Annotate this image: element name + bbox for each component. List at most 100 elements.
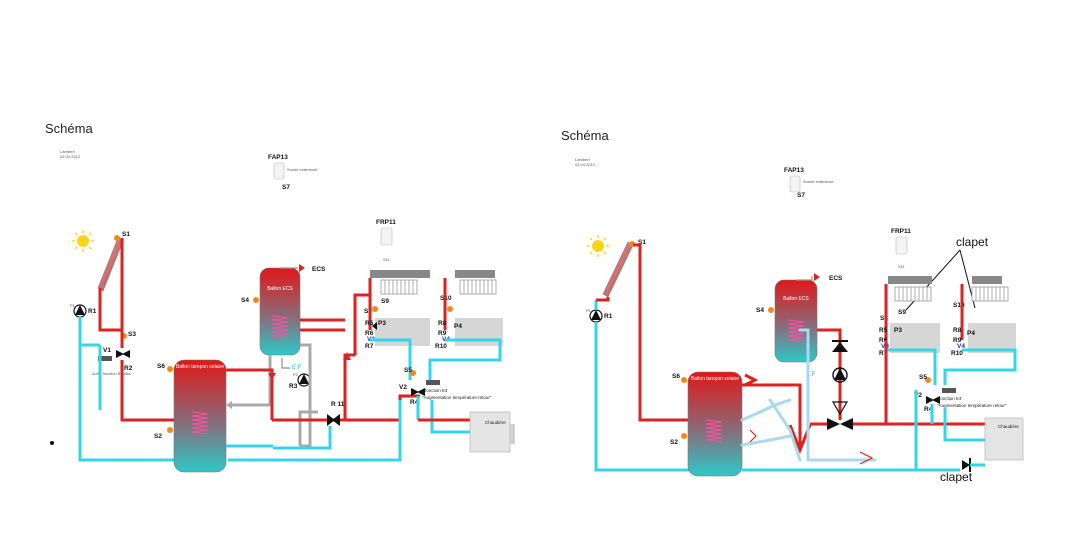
left-zone1-header (370, 270, 430, 278)
right-author: Lambert (575, 157, 591, 162)
left-p3: P3 (378, 320, 386, 327)
right-clapet-bottom: clapet (940, 470, 973, 484)
left-r3: R3 (289, 383, 298, 390)
left-aux-note: Autre fonction Bypass (92, 371, 131, 376)
left-fap-label: FAP13 (268, 154, 288, 161)
left-s8: S8 (364, 308, 372, 315)
right-schematic: Schéma Lambert 02.04.2012 FAP13 Sonde ex… (561, 128, 1024, 484)
right-v2: V2 (914, 392, 922, 399)
left-solar-panel (97, 237, 124, 292)
right-date: 02.04.2012 (575, 162, 596, 167)
left-s9: S9 (381, 298, 389, 305)
left-r5: R5 (365, 320, 374, 327)
right-s5: S5 (919, 374, 927, 381)
left-pump-p1-icon (75, 305, 85, 315)
left-ecs: ECS (312, 266, 326, 273)
right-boiler-label: Chaudière (998, 424, 1019, 429)
right-fap-note: Sonde extérieure (803, 179, 834, 184)
right-fap-device (789, 175, 801, 193)
right-r6: R6 (879, 337, 888, 344)
left-function: fonction E4 (425, 388, 448, 393)
left-frp-device (380, 227, 393, 246)
right-v4: V4 (957, 343, 965, 350)
right-title: Schéma (561, 128, 609, 143)
left-r1: R1 (88, 308, 97, 315)
left-s6: S6 (157, 363, 165, 370)
right-frp-label: FRP11 (891, 228, 911, 235)
right-s10: S10 (953, 302, 965, 309)
right-p4: P4 (967, 330, 975, 337)
right-r7: R7 (879, 350, 888, 357)
left-fap-note: Sonde extérieure (287, 167, 318, 172)
left-r4: R4 (410, 399, 419, 406)
left-v2: V2 (399, 384, 407, 391)
right-ecs-tank-label: Ballon ECS (783, 296, 809, 302)
left-p4: P4 (454, 323, 462, 330)
right-clapet-bottom-icon (962, 460, 970, 470)
right-clapet-top: clapet (956, 235, 989, 249)
left-p2: P2 (293, 372, 299, 377)
right-mixing-valve-icon (827, 418, 840, 430)
right-s7: S7 (797, 192, 805, 199)
left-r6: R6 (365, 330, 374, 337)
left-boiler (469, 411, 511, 453)
right-p1: P1 (586, 308, 592, 313)
right-clapet-arrow-icon (832, 342, 848, 352)
right-fap-label: FAP13 (784, 167, 804, 174)
left-s2: S2 (154, 433, 162, 440)
left-s4: S4 (241, 297, 249, 304)
right-r9: R9 (953, 337, 962, 344)
right-s11: S11 (898, 264, 906, 269)
right-function-desc: "Augmentation température retour" (937, 403, 1007, 408)
left-r8: R8 (438, 320, 447, 327)
left-sun-icon (71, 229, 95, 253)
right-zone2-radiator (971, 286, 1009, 302)
right-r10: R10 (951, 350, 963, 357)
left-r11: R 11 (331, 401, 345, 408)
left-function-desc: "Augmentation température retour" (422, 395, 492, 400)
right-s8: S8 (880, 315, 888, 322)
left-r9: R9 (438, 330, 447, 337)
left-p1: P1 (70, 303, 76, 308)
left-s7: S7 (282, 184, 290, 191)
left-date: 02.04.2012 (60, 154, 81, 159)
left-s11: S11 (383, 257, 391, 262)
left-s1-dot (114, 235, 120, 241)
left-ef: E.F (292, 365, 302, 371)
left-zone2-header (455, 270, 495, 278)
right-function: fonction E4 (939, 396, 962, 401)
right-r1: R1 (604, 313, 613, 320)
left-buffer-tank (173, 359, 227, 473)
left-v1: V1 (103, 347, 111, 354)
right-s4: S4 (756, 307, 764, 314)
right-zone1-header (888, 276, 932, 284)
left-bullet (50, 441, 54, 445)
right-s2: S2 (670, 439, 678, 446)
left-ecs-tank-label: Ballon ECS (267, 286, 293, 292)
right-s9: S9 (898, 309, 906, 316)
left-fap-device (273, 162, 285, 180)
left-zone2-radiator (459, 279, 497, 295)
left-valve-r5 (372, 322, 377, 330)
right-p3: P3 (894, 327, 902, 334)
right-r5: R5 (879, 327, 888, 334)
right-s6: S6 (672, 373, 680, 380)
left-buffer-tank-label: Ballon tampon solaire (176, 364, 224, 370)
left-author: Lambert (60, 149, 76, 154)
right-zone1-radiator (894, 286, 932, 302)
right-pump-p1-icon (591, 310, 601, 320)
left-r7: R7 (365, 343, 374, 350)
right-ecs: ECS (829, 275, 843, 282)
right-solar-panel (602, 241, 634, 298)
left-zone1-radiator (380, 279, 418, 295)
right-sun-icon (586, 234, 610, 258)
left-boiler-label: Chaudière (485, 420, 506, 425)
left-s1: S1 (122, 231, 130, 238)
right-zone2-header (972, 276, 1002, 284)
right-buffer-tank-label: Ballon tampon solaire (691, 376, 739, 382)
left-s3: S3 (128, 331, 136, 338)
left-title: Schéma (45, 121, 93, 136)
right-frp-device (895, 236, 908, 255)
left-frp-label: FRP11 (376, 219, 396, 226)
